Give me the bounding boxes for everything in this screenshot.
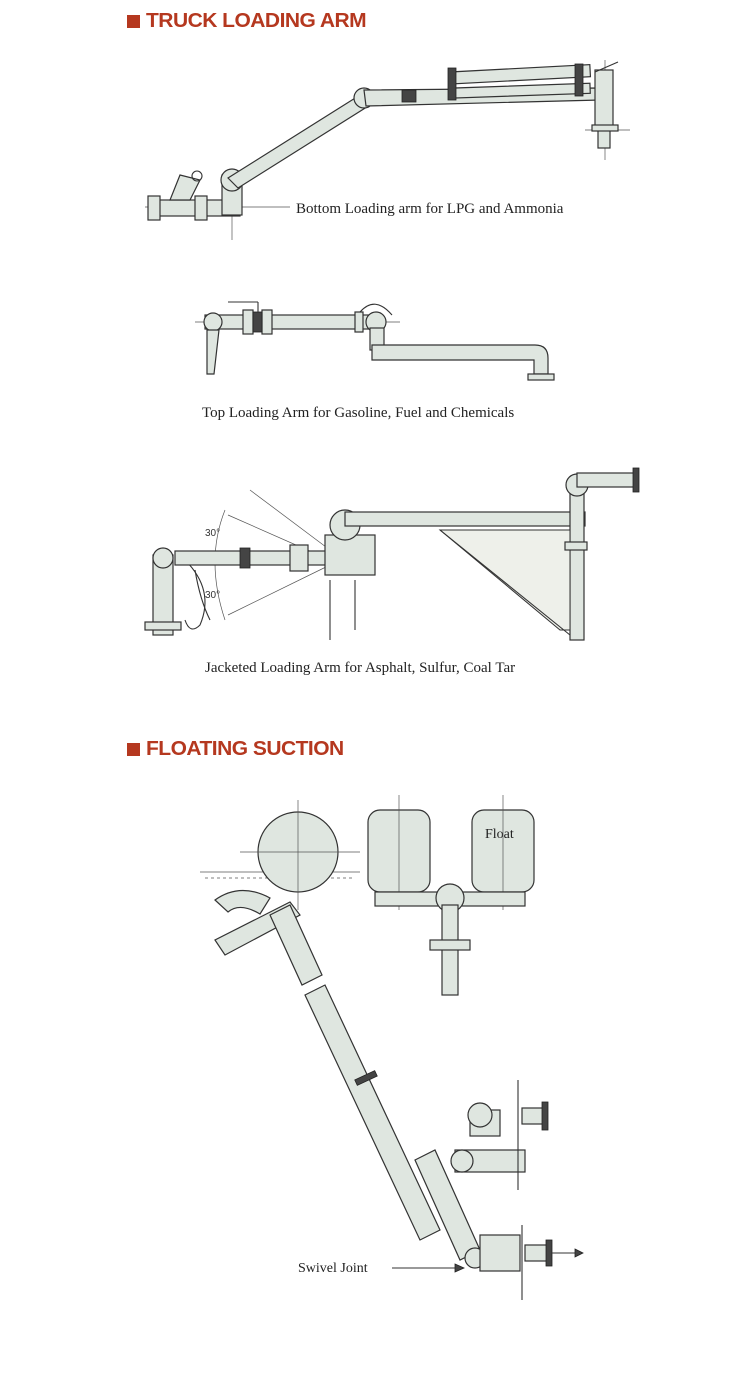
swivel-joint-label: Swivel Joint <box>298 1261 368 1276</box>
bottom-loading-caption: Bottom Loading arm for LPG and Ammonia <box>296 201 564 217</box>
title-bullet <box>127 15 140 28</box>
upper-angle-label: 30° <box>205 528 220 539</box>
section-title-truck: TRUCK LOADING ARM <box>127 10 367 33</box>
bottom-loading-arm-diagram <box>145 60 630 240</box>
jacketed-loading-arm-diagram: 30° 30° <box>144 467 640 641</box>
jacketed-caption: Jacketed Loading Arm for Asphalt, Sulfur… <box>205 660 516 676</box>
lower-angle-label: 30° <box>205 590 220 601</box>
top-loading-arm-diagram <box>195 301 555 381</box>
top-loading-caption: Top Loading Arm for Gasoline, Fuel and C… <box>202 405 515 421</box>
floating-suction-diagram: Float Swivel Joint <box>200 795 584 1300</box>
float-label: Float <box>485 827 514 842</box>
title-bullet <box>127 743 140 756</box>
floating-suction-heading: FLOATING SUCTION <box>146 738 344 760</box>
truck-loading-arm-heading: TRUCK LOADING ARM <box>146 10 367 32</box>
section-title-floating: FLOATING SUCTION <box>127 738 344 761</box>
